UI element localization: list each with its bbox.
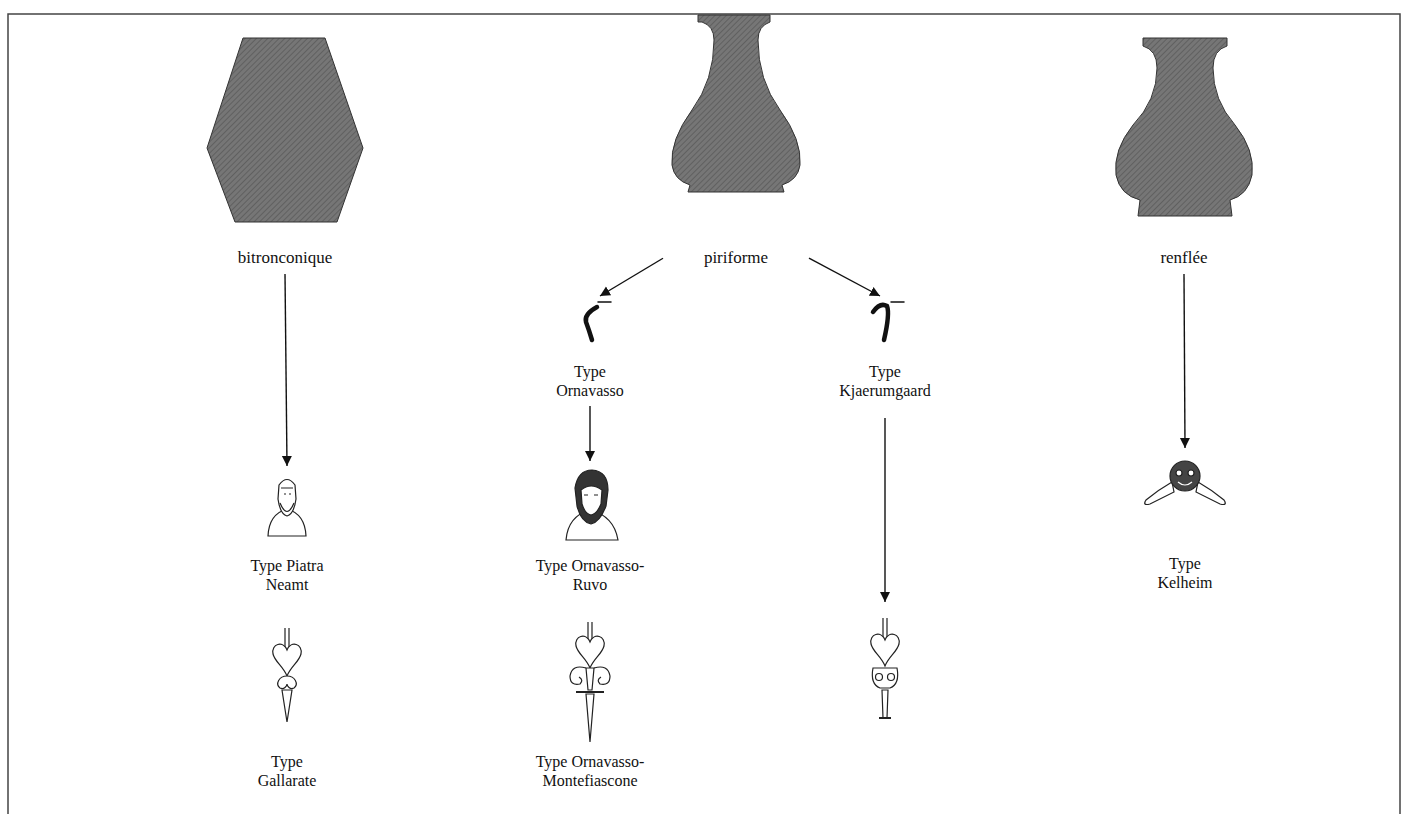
mask-kelheim [1145, 461, 1226, 505]
type-name: Type Ornavasso-Ruvo [535, 557, 646, 594]
type-name: Type Piatra Neamt [244, 557, 331, 594]
bust-ornavasso-ruvo [566, 470, 618, 540]
arrow-connector [809, 258, 880, 296]
attachment-lobes [278, 676, 296, 689]
bust-eyes [584, 494, 598, 495]
vase-piriforme [672, 15, 800, 192]
frame [8, 14, 1400, 814]
attachment-ornavasso-montefiascone [570, 622, 610, 742]
shape-name: piriforme [704, 248, 768, 268]
rim-bar [598, 301, 611, 303]
type-figure: Type Ornavasso [550, 300, 631, 400]
type-figure: Type Gallarate [251, 620, 323, 790]
type-name: Type Gallarate [256, 753, 318, 790]
attachment-stem [282, 690, 292, 722]
type-figure: Type Ornavasso-Ruvo [530, 465, 651, 594]
type-figure: Type Piatra Neamt [239, 470, 336, 594]
rim-bar [891, 301, 904, 303]
type-figure: Type Ornavasso-Montefiascone [500, 616, 681, 790]
arrow-connector [589, 406, 590, 461]
type-name: Type Ornavasso [555, 363, 626, 400]
attachment-stem [882, 690, 888, 718]
rim-profile [586, 302, 904, 340]
arrow-connector [600, 258, 663, 296]
vase-renflee [1116, 38, 1253, 216]
arrow-connector [1184, 274, 1185, 448]
rim-profile-ornavasso [586, 307, 597, 340]
bust-head [278, 480, 296, 517]
bust-hair [575, 470, 608, 524]
mask-mouth [1178, 482, 1192, 485]
attachment-stem [586, 694, 594, 742]
attachment-neck [586, 668, 594, 690]
vessel-shape: renflée [1108, 36, 1260, 268]
type-name: Type Kelheim [1156, 555, 1215, 592]
attachment-eye [888, 674, 895, 681]
vessel-shape: piriforme [665, 14, 807, 268]
type-figure: Type Kelheim [1135, 452, 1235, 592]
attachment-heart [871, 634, 899, 666]
attachment-bar [576, 691, 604, 693]
mask-arm [1145, 482, 1174, 505]
arrow-line [884, 418, 885, 602]
type-name: Type Ornavasso-Montefiascone [505, 753, 676, 790]
type-name: Type Kjaerumgaard [838, 363, 933, 400]
attachment-spiral [594, 667, 610, 684]
attachment-spiral [570, 667, 586, 684]
attachment-gallarate [273, 628, 301, 722]
bust-piatra-neamt [268, 480, 306, 537]
attachment-heart [273, 644, 301, 676]
attachment-eye [876, 674, 883, 681]
attachment-heart [576, 636, 604, 668]
mask-arm [1196, 482, 1225, 505]
vase-bitronconique [207, 38, 363, 222]
shape-name: bitronconique [238, 248, 332, 268]
attachment-body [872, 668, 897, 688]
rim-profile-kjaerumgaard [873, 305, 888, 340]
bust-beard [280, 503, 294, 512]
bust-face [281, 488, 293, 494]
attachment-foot [879, 717, 891, 719]
mask-eye [1188, 470, 1194, 476]
mask-face [1170, 461, 1200, 491]
bust-face [581, 486, 602, 515]
attachment-kjaerumgaard [871, 618, 899, 718]
type-figure: Type Kjaerumgaard [833, 300, 938, 400]
vessel-shape: bitronconique [200, 36, 370, 268]
shape-name: renflée [1160, 248, 1207, 268]
mask-eye [1176, 470, 1182, 476]
arrow-connector [285, 274, 287, 466]
